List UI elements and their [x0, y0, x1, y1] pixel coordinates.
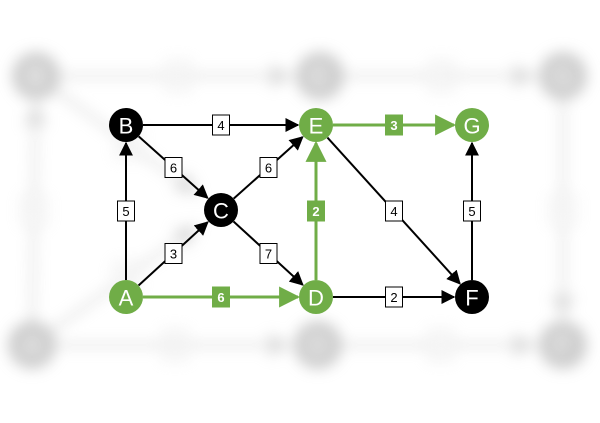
weight-label-C-E: 6	[265, 161, 272, 176]
node-label-C: C	[213, 199, 229, 224]
node-B	[109, 108, 143, 142]
bg-weight-box	[429, 61, 454, 91]
weight-box-F-G	[463, 200, 481, 222]
bg-node-label-B: B	[27, 61, 44, 91]
graph-edges	[119, 114, 479, 308]
weight-label-A-B: 5	[122, 204, 129, 219]
weight-box-A-D	[212, 286, 230, 308]
bg-weight-label: 5	[29, 201, 38, 220]
bg-weight-label: 4	[173, 67, 182, 86]
bg-weight-label: 5	[558, 201, 567, 220]
bg-weight-box	[163, 330, 187, 360]
weight-box-E-G	[385, 114, 403, 136]
bg-node-A	[8, 321, 56, 369]
bg-node-G	[539, 52, 587, 100]
node-E	[299, 108, 333, 142]
weight-box-C-E	[259, 157, 278, 178]
node-A	[109, 280, 143, 314]
bg-node-label-E: E	[311, 61, 328, 91]
weight-label-A-C: 3	[170, 247, 177, 262]
bg-node-label-D: D	[309, 330, 328, 360]
weight-label-B-E: 4	[217, 118, 224, 133]
weight-label-E-F: 4	[390, 204, 397, 219]
weight-box-D-E	[307, 200, 325, 222]
bg-node-B	[12, 52, 60, 100]
node-label-E: E	[309, 114, 324, 139]
weight-label-D-F: 2	[390, 290, 397, 305]
node-G	[455, 108, 489, 142]
bg-node-D	[294, 321, 342, 369]
weight-box-A-B	[117, 200, 135, 222]
bg-weight-box	[551, 195, 575, 226]
weight-label-D-E: 2	[312, 204, 319, 219]
weight-label-C-D: 7	[265, 247, 272, 262]
weight-label-A-D: 6	[217, 290, 224, 305]
blurred-background-graph: 5 4 3 6 2 5 6 3A B D E F G	[8, 52, 587, 369]
node-D	[299, 280, 333, 314]
node-label-A: A	[119, 286, 134, 311]
graph-nodes: A B C D E F G	[109, 108, 489, 314]
weight-box-C-D	[259, 243, 278, 264]
weight-box-D-F	[385, 286, 403, 308]
node-F	[455, 280, 489, 314]
node-C	[204, 193, 238, 227]
node-label-B: B	[119, 114, 134, 139]
bg-weight-box	[22, 195, 46, 226]
bg-node-label-G: G	[553, 61, 573, 91]
weight-box-B-C	[164, 157, 183, 178]
weight-box-A-C	[164, 243, 183, 264]
bg-weight-box	[166, 61, 190, 91]
bg-node-F	[539, 321, 587, 369]
weight-label-F-G: 5	[468, 204, 475, 219]
weight-box-E-F	[385, 200, 403, 222]
node-label-F: F	[465, 286, 478, 311]
bg-weight-label: 3	[437, 67, 446, 86]
weight-box-B-E	[212, 114, 230, 136]
weight-label-B-C: 6	[170, 161, 177, 176]
graph-edge-weights: 5 3 6 4 6 6 7 2 2 4 3 5	[117, 114, 481, 308]
node-label-D: D	[308, 286, 324, 311]
bg-node-E	[296, 52, 344, 100]
node-label-G: G	[463, 114, 480, 139]
bg-weight-box	[428, 330, 453, 360]
bg-node-label-A: A	[23, 330, 41, 360]
weight-label-E-G: 3	[390, 118, 397, 133]
bg-weight-label: 6	[170, 336, 179, 355]
bg-node-label-F: F	[555, 330, 571, 360]
bg-weight-label: 2	[436, 336, 445, 355]
